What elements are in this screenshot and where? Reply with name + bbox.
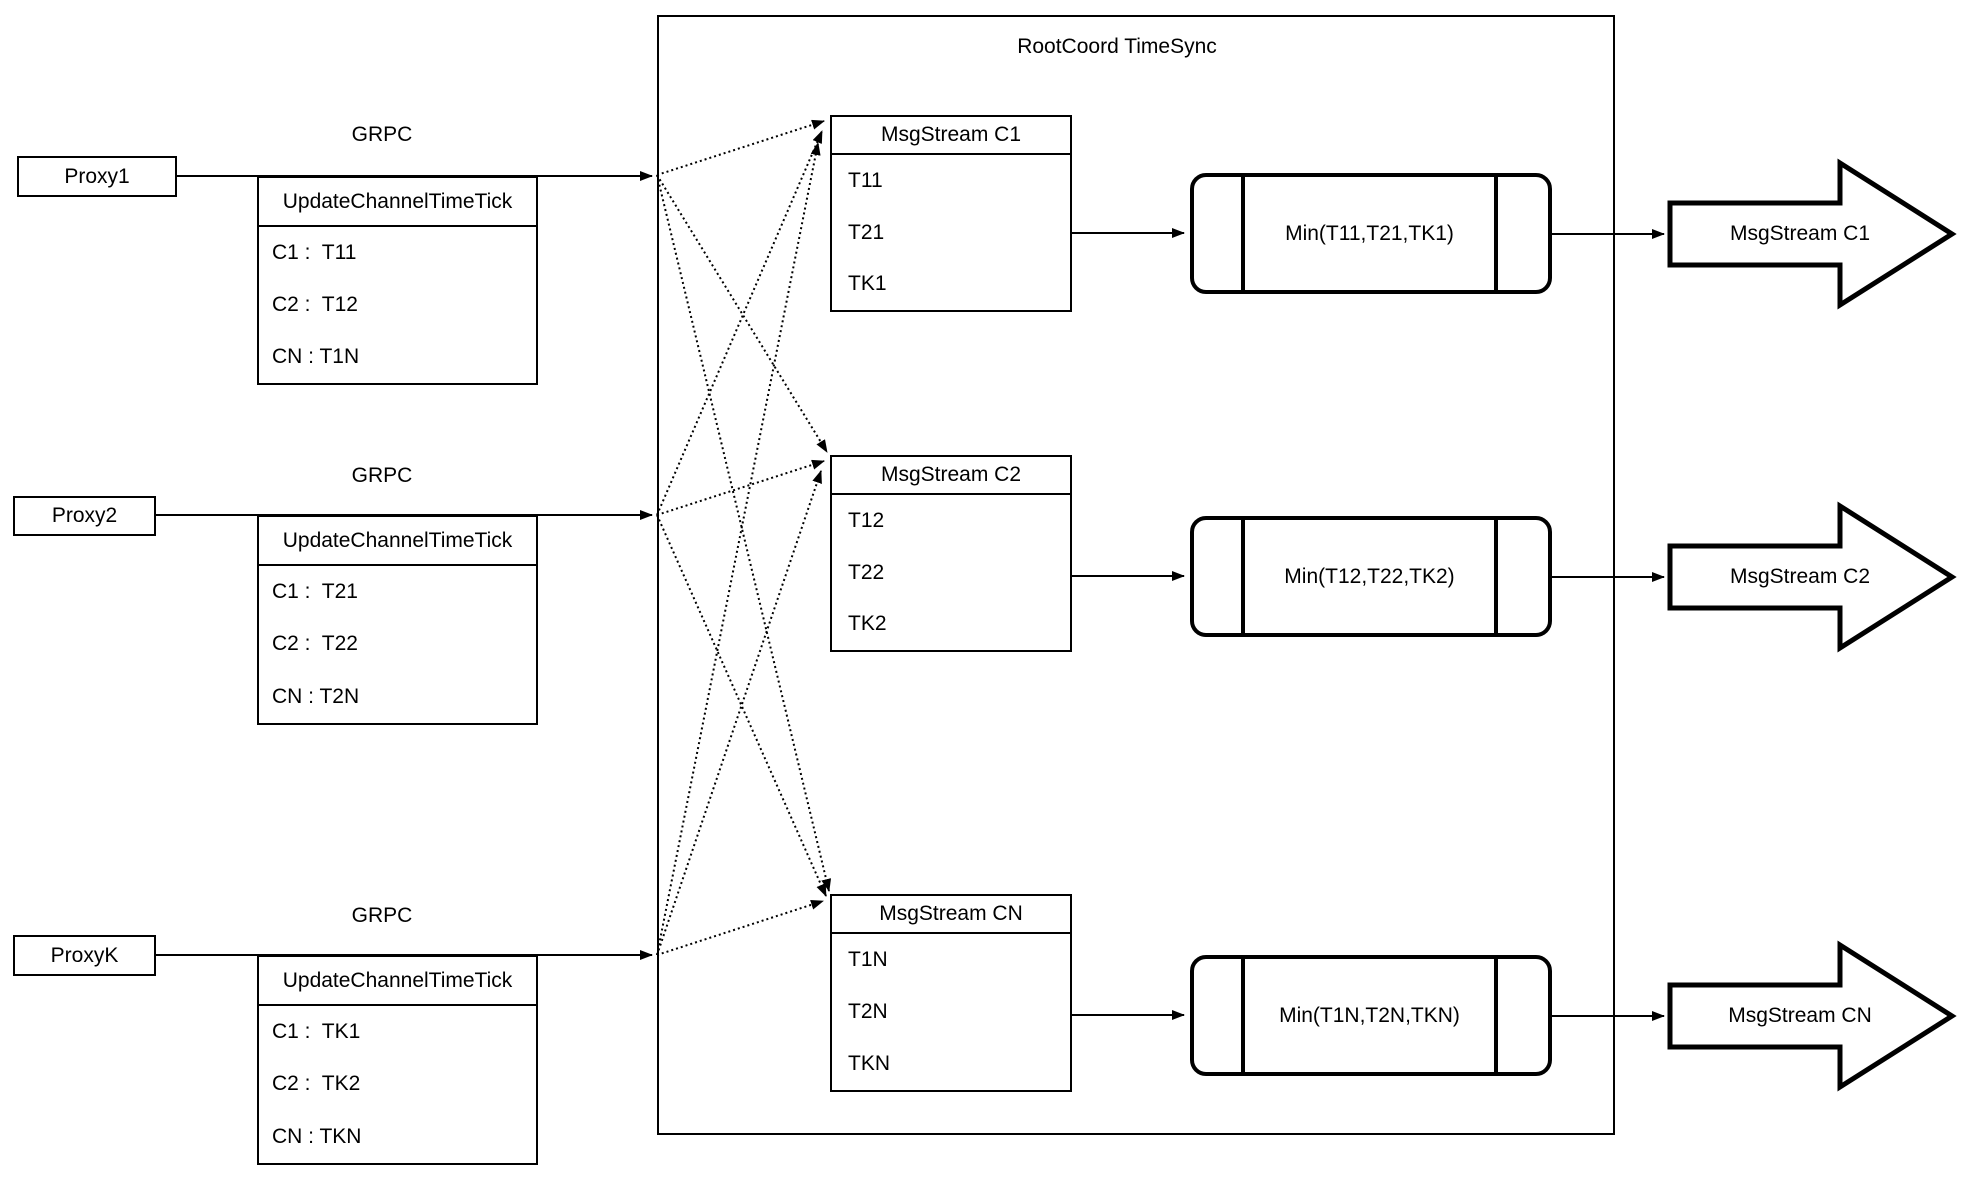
timetick-table-proxyk-header: UpdateChannelTimeTick [259,957,536,1006]
min-box-divider [1241,520,1245,633]
min-box-divider [1241,177,1245,290]
min-box-c1: Min(T11,T21,TK1) [1190,173,1552,294]
timetick-table-proxy2: UpdateChannelTimeTick C1 : T21 C2 : T22 … [257,515,538,725]
output-arrow-c2-label: MsgStream C2 [1729,565,1871,588]
timestamp-row: TK1 [848,272,887,296]
min-box-divider [1241,959,1245,1072]
timetick-row: C2 : T12 [272,293,358,316]
timestamp-row: TK2 [848,612,887,636]
timetick-row: C1 : TK1 [272,1020,361,1044]
rootcoord-title: RootCoord TimeSync [1017,35,1217,58]
timetick-row: CN : T1N [272,345,360,368]
output-arrow-c1-shape [1667,158,1957,310]
timestamp-row: T1N [848,948,888,971]
proxy2-box: Proxy2 [13,496,156,536]
proxy1-box: Proxy1 [17,156,177,197]
output-arrow-cn-label: MsgStream CN [1728,1004,1872,1027]
output-arrow-c2-shape [1667,501,1957,653]
timestamp-row: T2N [848,1000,888,1023]
grpc-label-2: GRPC [351,464,413,487]
timetick-row: CN : T2N [272,684,360,708]
min-box-divider [1494,520,1498,633]
timetick-row: CN : TKN [272,1124,362,1148]
proxy1-label: Proxy1 [64,164,130,188]
timetick-row: C1 : T11 [272,241,357,264]
min-box-c2: Min(T12,T22,TK2) [1190,516,1552,637]
proxy2-label: Proxy2 [51,504,118,527]
timestamp-row: T11 [848,168,883,192]
grpc-label-1: GRPC [351,123,413,146]
proxyk-box: ProxyK [13,935,156,976]
proxyk-label: ProxyK [50,943,119,967]
timetick-row: C2 : TK2 [272,1072,361,1096]
timestamp-row: T21 [848,220,885,244]
msgstream-table-c1: MsgStream C1 T11 T21 TK1 [830,115,1072,312]
timetick-row: C2 : T22 [272,632,358,656]
timetick-table-proxyk: UpdateChannelTimeTick C1 : TK1 C2 : TK2 … [257,955,538,1165]
timetick-row: C1 : T21 [272,580,358,604]
msgstream-table-cn-header: MsgStream CN [832,896,1070,934]
msgstream-table-cn: MsgStream CN T1N T2N TKN [830,894,1072,1092]
timestamp-row: T12 [848,508,885,532]
output-arrow-c1-label: MsgStream C1 [1729,222,1871,245]
timestamp-row: T22 [848,560,885,584]
min-box-divider [1494,177,1498,290]
timetick-table-proxy1-header: UpdateChannelTimeTick [259,178,536,227]
min-box-c2-label: Min(T12,T22,TK2) [1284,564,1455,588]
min-box-divider [1494,959,1498,1072]
min-box-cn-label: Min(T1N,T2N,TKN) [1279,1003,1460,1027]
msgstream-table-c2-header: MsgStream C2 [832,457,1070,495]
msgstream-table-c2: MsgStream C2 T12 T22 TK2 [830,455,1072,652]
min-box-cn: Min(T1N,T2N,TKN) [1190,955,1552,1076]
msgstream-table-c1-header: MsgStream C1 [832,117,1070,155]
timestamp-row: TKN [848,1052,890,1075]
output-arrow-cn-shape [1667,940,1957,1092]
timetick-table-proxy1: UpdateChannelTimeTick C1 : T11 C2 : T12 … [257,176,538,385]
timetick-table-proxy2-header: UpdateChannelTimeTick [259,517,536,566]
min-box-c1-label: Min(T11,T21,TK1) [1285,221,1454,245]
grpc-label-3: GRPC [351,904,413,927]
